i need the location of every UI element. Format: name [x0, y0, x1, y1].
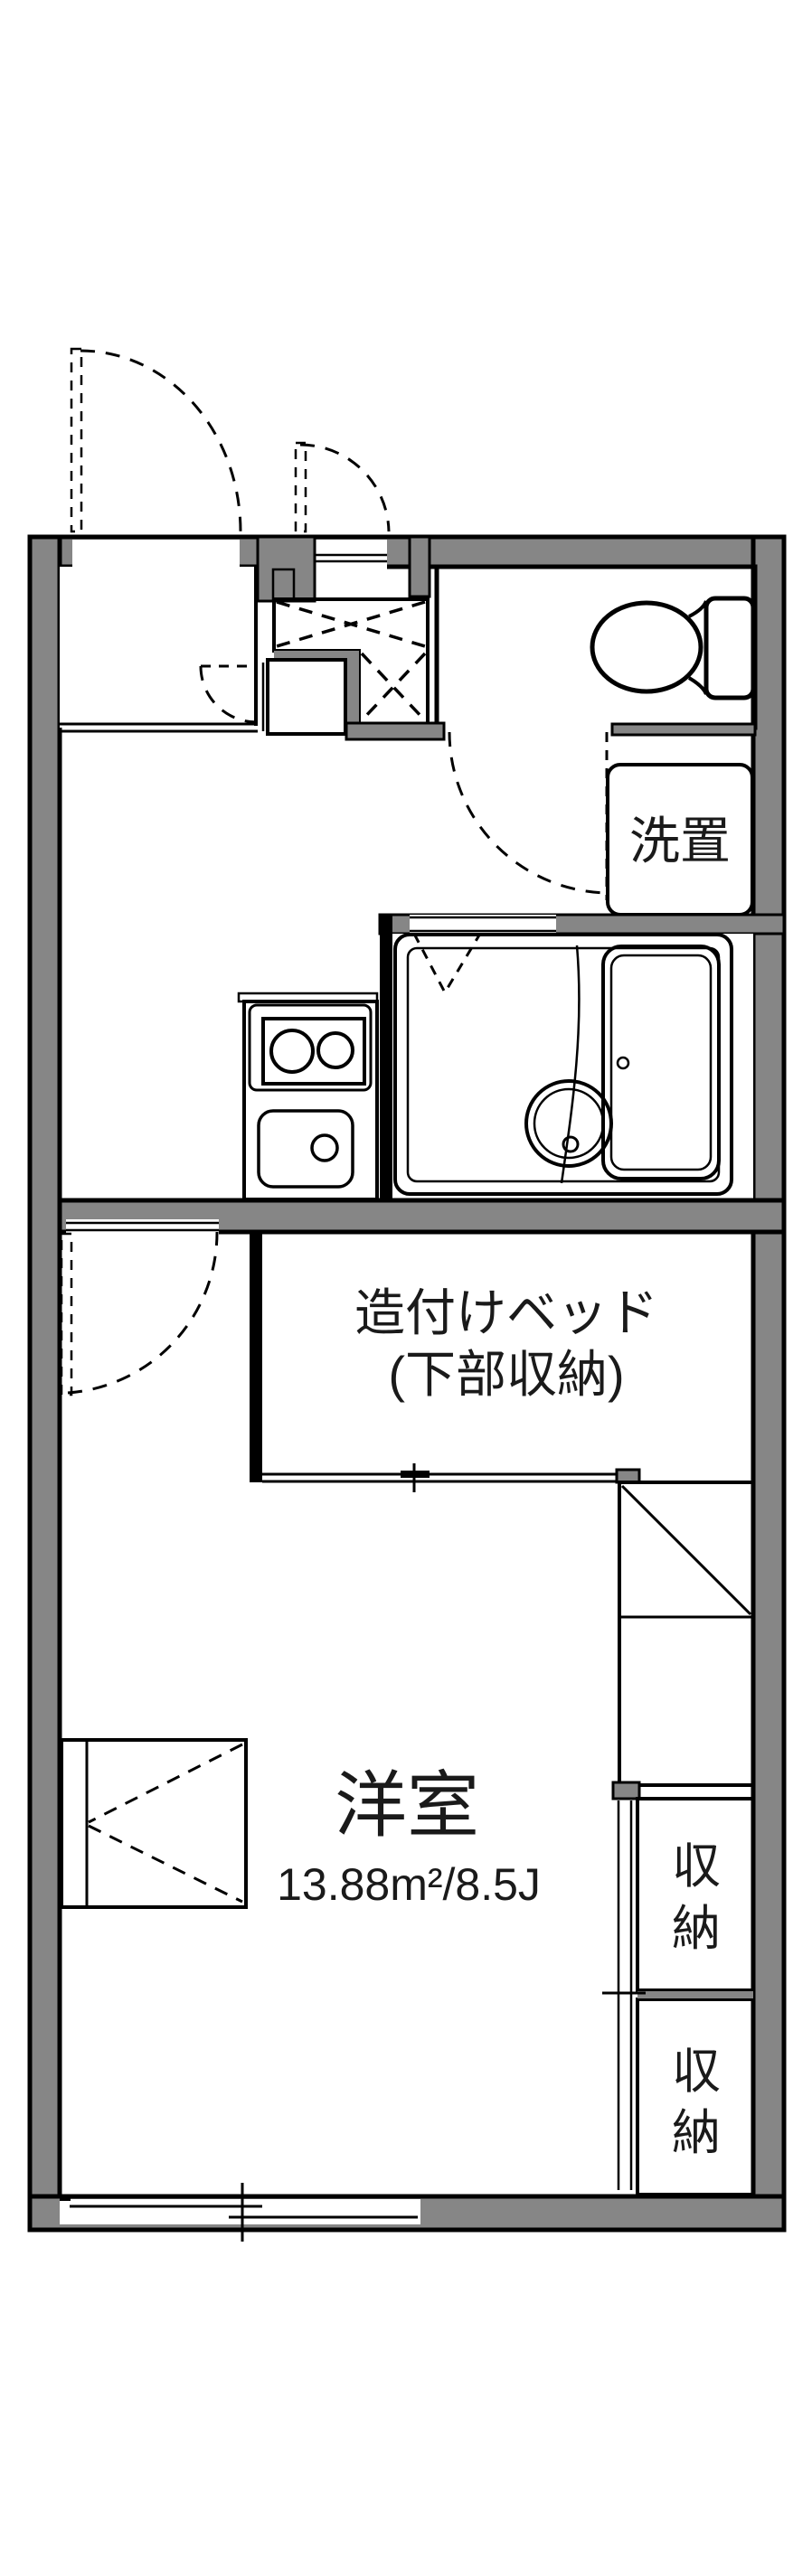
storage-door-lines [617, 1800, 633, 2190]
toilet-door-arc [448, 731, 611, 895]
bottom-window-step [60, 2195, 71, 2201]
bed-label-line1: 造付けベッド [354, 1284, 658, 1341]
bed-front-edge [262, 1472, 617, 1483]
wall-seg-toilet-right [610, 722, 757, 737]
entrance-door-panel [70, 347, 83, 533]
storage2-label-char2: 納 [672, 2106, 721, 2160]
room-door-opening [66, 1219, 219, 1235]
bath-divider-line [560, 945, 581, 1184]
bathtub-inner [609, 954, 713, 1171]
inner-door-arc [199, 665, 258, 724]
wash-basin [524, 1079, 613, 1168]
storage-divider [637, 1991, 753, 1998]
wall-beside-shoebox [345, 651, 359, 734]
storage-box-1 [636, 1797, 755, 1992]
shoe-cabinet [266, 658, 347, 736]
stove-burner-right [316, 1031, 354, 1069]
stove-burner-left [269, 1029, 315, 1074]
wash-basin-inner [533, 1087, 605, 1160]
storage2-label-char1: 収 [672, 2045, 721, 2099]
stove [261, 1017, 366, 1086]
entrance-hall [60, 567, 258, 728]
entrance-door-swing [70, 347, 242, 533]
refrigerator-space [618, 1481, 755, 1787]
bathroom-door-opening [410, 915, 556, 934]
second-door-panel [294, 441, 307, 533]
wash-basin-drain [562, 1135, 580, 1153]
x-mark-lower [360, 652, 427, 722]
bathroom-door-lines [410, 916, 556, 933]
room-door-sill [66, 1221, 219, 1232]
room-door-panel [60, 1232, 73, 1396]
refrigerator-diagonal [620, 1484, 752, 1616]
wall-seg-toilet-left [345, 721, 446, 741]
bed-label-line2: (下部収納) [388, 1346, 624, 1403]
storage1-label-char1: 収 [672, 1839, 721, 1894]
storage1-label-char2: 納 [672, 1902, 721, 1956]
entrance-step-edge [60, 722, 258, 733]
bay-window-desk [60, 1738, 248, 1909]
wall-block-shaft [408, 535, 431, 598]
x-mark-upper [276, 600, 426, 648]
bathroom-floor [392, 934, 753, 1202]
second-door-swing [294, 441, 391, 533]
entrance-opening [72, 540, 240, 570]
storage-top-stub [611, 1781, 641, 1800]
storage-box-2 [636, 1998, 755, 2196]
sink-drain [310, 1133, 339, 1162]
kitchen-sink [257, 1109, 354, 1189]
bed-corner-stub [615, 1468, 641, 1484]
bath-unit-tray [393, 933, 733, 1196]
toilet-door-opening [444, 723, 612, 731]
stove-frame [248, 1003, 373, 1092]
washer-space-label: 洗置 [629, 813, 731, 870]
second-door-arc [299, 443, 391, 532]
bathtub-handle [616, 1056, 630, 1070]
bay-window-dashes [88, 1743, 243, 1904]
main-room-label: 洋室 [335, 1765, 479, 1846]
toilet-bowl [590, 600, 703, 694]
bathtub [601, 945, 721, 1180]
wall-bathroom-left [380, 915, 392, 1231]
room-door-arc [67, 1231, 219, 1395]
toilet-bowl-link [687, 600, 708, 695]
entrance-door-arc [80, 349, 242, 532]
bed-left-wall [250, 1232, 262, 1482]
bottom-window [60, 2199, 420, 2224]
toilet-tank [703, 596, 756, 700]
wall-left [27, 534, 62, 2233]
bathroom-folding-door [412, 933, 482, 996]
wall-right [751, 534, 787, 2233]
main-room-area: 13.88m²/8.5J [277, 1859, 541, 1910]
